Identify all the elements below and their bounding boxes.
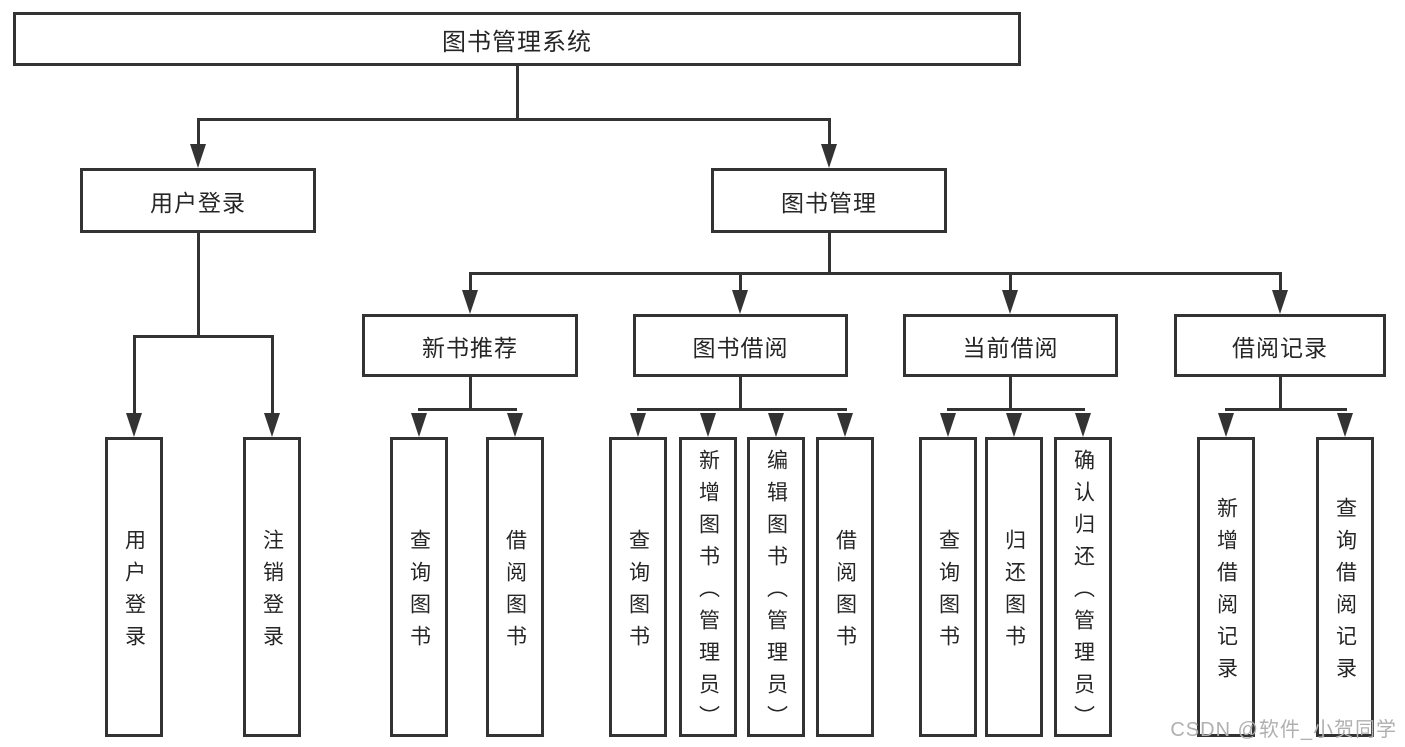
leaf-add-borrow-record: 新增借阅记录 [1197,437,1255,737]
connector-drop-bookborrow [739,272,742,292]
node-root: 图书管理系统 [13,12,1021,66]
leaf-query-books-3: 查询图书 [919,437,977,737]
leaf-confirm-return-admin-label: 确认归还（管理员） [1071,448,1095,737]
connector-borrowrecord-bar [1225,408,1347,411]
connector-newbook-stem [469,377,472,411]
leaf-user-login: 用户登录 [105,437,163,737]
arrowhead-leaf-borrow-books-2 [837,413,853,437]
leaf-logout: 注销登录 [243,437,301,737]
connector-borrowrecord-stem [1279,377,1282,411]
arrowhead-book-borrow [732,290,748,314]
leaf-query-borrow-record: 查询借阅记录 [1316,437,1374,737]
leaf-borrow-books-1-label: 借阅图书 [503,528,527,657]
leaf-add-book-admin: 新增图书（管理员） [679,437,737,737]
leaf-borrow-books-2-label: 借阅图书 [833,528,857,657]
node-root-label: 图书管理系统 [442,28,592,56]
arrowhead-book-management [821,144,837,168]
leaf-query-books-3-label: 查询图书 [936,528,960,657]
connector-drop-newbook [469,272,472,292]
connector-drop-currentborrow [1009,272,1012,292]
connector-root-bar [197,118,831,121]
node-new-book-recommend: 新书推荐 [362,314,578,377]
connector-drop-leaf-logout [271,335,274,415]
node-user-login-label: 用户登录 [150,189,246,216]
node-book-management-label: 图书管理 [781,189,877,216]
arrowhead-leaf-confirm-return [1075,413,1091,437]
node-borrow-record-label: 借阅记录 [1232,334,1328,361]
leaf-borrow-books-1: 借阅图书 [486,437,544,737]
arrowhead-new-book-recommend [462,290,478,314]
arrowhead-leaf-query-books-3 [940,413,956,437]
arrowhead-leaf-query-borrow-record [1337,413,1353,437]
connector-newbook-bar [418,408,517,411]
leaf-return-book-label: 归还图书 [1002,528,1026,657]
node-current-borrow-label: 当前借阅 [962,334,1059,361]
leaf-user-login-label: 用户登录 [122,528,146,657]
connector-bookmgmt-bar [469,272,1282,275]
arrowhead-leaf-logout [264,413,280,437]
connector-userlogin-stem [197,233,200,338]
connector-bookborrow-bar [637,408,847,411]
connector-userlogin-bar [133,335,274,338]
arrowhead-leaf-user-login [126,413,142,437]
node-borrow-record: 借阅记录 [1174,314,1386,377]
arrowhead-leaf-query-books-2 [630,413,646,437]
leaf-query-books-1-label: 查询图书 [407,528,431,657]
connector-root-drop-left [197,118,200,146]
node-book-borrow: 图书借阅 [633,314,848,377]
leaf-add-borrow-record-label: 新增借阅记录 [1214,496,1238,689]
node-book-management: 图书管理 [711,168,947,233]
arrowhead-current-borrow [1002,290,1018,314]
connector-currentborrow-stem [1009,377,1012,411]
leaf-edit-book-admin-label: 编辑图书（管理员） [764,448,788,737]
connector-drop-borrowrecord [1279,272,1282,292]
connector-drop-leaf-userlogin [133,335,136,415]
leaf-confirm-return-admin: 确认归还（管理员） [1054,437,1112,737]
connector-root-drop-right [828,118,831,146]
node-new-book-recommend-label: 新书推荐 [422,334,518,361]
csdn-watermark: CSDN @软件_小贺同学 [1170,719,1397,741]
arrowhead-user-login [190,144,206,168]
connector-bookmgmt-stem [828,233,831,275]
leaf-logout-label: 注销登录 [260,528,284,657]
connector-currentborrow-bar [947,408,1085,411]
node-current-borrow: 当前借阅 [903,314,1118,377]
arrowhead-leaf-query-books-1 [411,413,427,437]
leaf-add-book-admin-label: 新增图书（管理员） [696,448,720,737]
leaf-return-book: 归还图书 [985,437,1043,737]
leaf-query-books-2: 查询图书 [609,437,667,737]
arrowhead-leaf-borrow-books-1 [507,413,523,437]
leaf-query-books-1: 查询图书 [390,437,448,737]
arrowhead-leaf-add-borrow-record [1218,413,1234,437]
leaf-edit-book-admin: 编辑图书（管理员） [747,437,805,737]
arrowhead-leaf-edit-book [768,413,784,437]
leaf-query-borrow-record-label: 查询借阅记录 [1333,496,1357,689]
arrowhead-borrow-record [1272,290,1288,314]
arrowhead-leaf-add-book [700,413,716,437]
node-book-borrow-label: 图书借阅 [692,334,789,361]
connector-bookborrow-stem [739,377,742,411]
leaf-borrow-books-2: 借阅图书 [816,437,874,737]
node-user-login: 用户登录 [80,168,316,233]
arrowhead-leaf-return-book [1006,413,1022,437]
connector-root-stem [516,66,519,121]
leaf-query-books-2-label: 查询图书 [626,528,650,657]
